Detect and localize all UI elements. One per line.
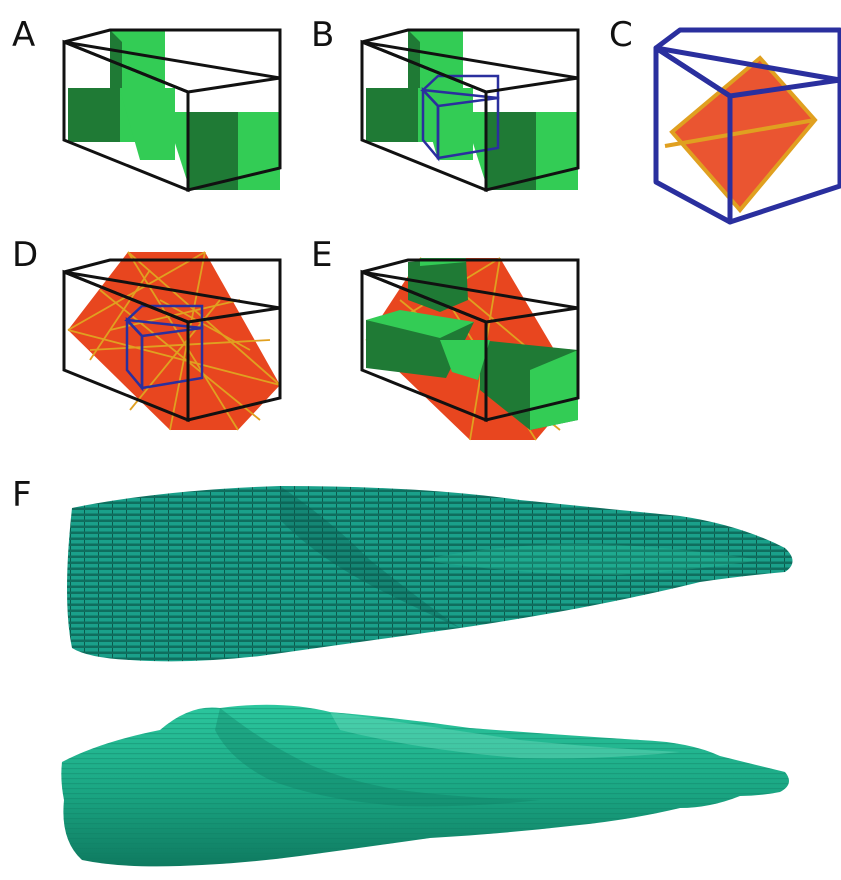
panel-c-cube <box>656 30 840 222</box>
panel-a-box <box>64 30 280 190</box>
panel-a-green-left-face <box>68 88 120 142</box>
panel-f-voxel-surface <box>67 486 793 661</box>
panel-d-box <box>64 252 280 430</box>
panel-f-smooth-mesh <box>61 705 789 867</box>
panel-b-green-left-face <box>366 88 418 142</box>
panel-f-voxel-mesh <box>67 486 793 661</box>
panel-b-box <box>362 30 578 190</box>
panel-e-box <box>362 258 578 440</box>
